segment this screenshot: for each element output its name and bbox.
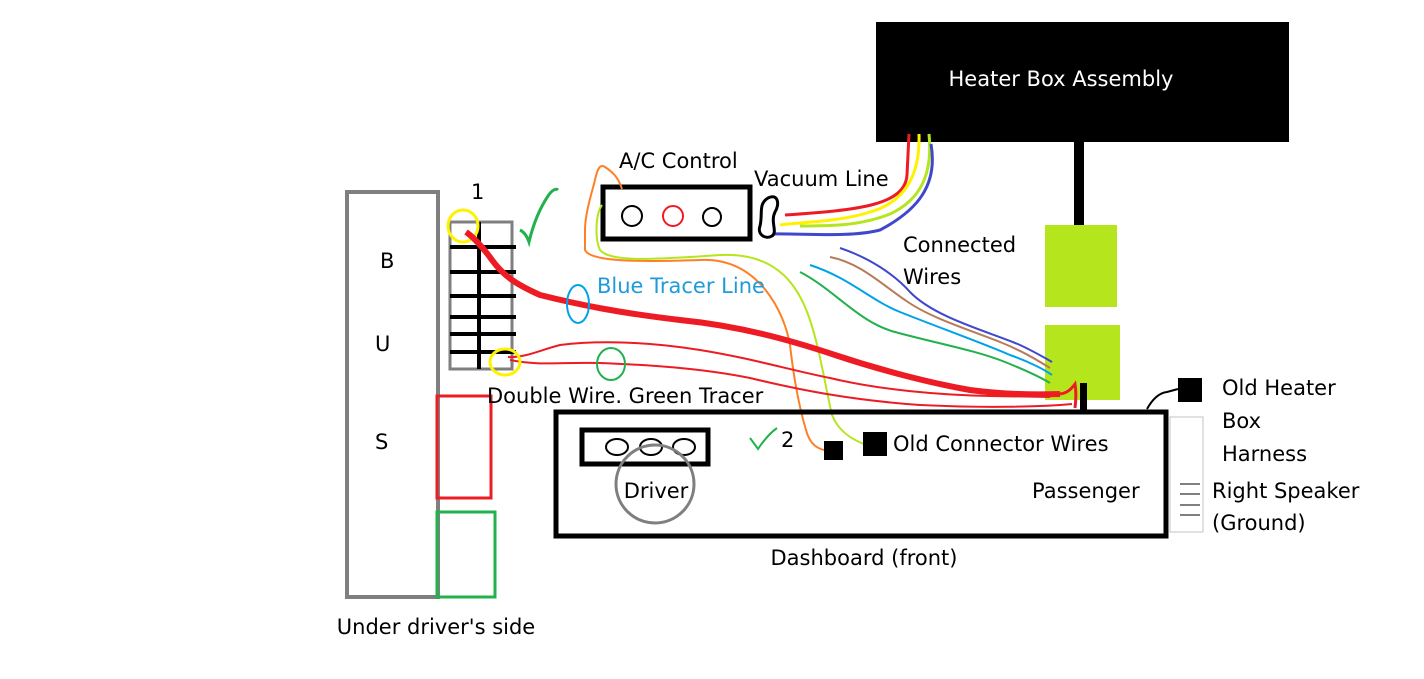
bus-green-box — [435, 510, 497, 599]
old-heater-label-3: Harness — [1222, 442, 1307, 466]
bus-letter-b: B — [380, 249, 394, 273]
bus: B U S Under driver's side — [337, 190, 535, 639]
double-wire-yellow-circle — [488, 347, 522, 377]
blue-tracer-label: Blue Tracer Line — [597, 274, 765, 298]
steering-wheel — [614, 443, 696, 525]
lime-wire — [595, 204, 871, 447]
old-harness-connector — [1178, 378, 1202, 402]
ac-knob-left — [621, 205, 643, 227]
right-speaker — [1169, 416, 1204, 533]
step-1-circle — [446, 208, 480, 244]
old-heater-label-1: Old Heater — [1222, 376, 1336, 400]
green-tracer-marker — [596, 347, 626, 381]
driver-label: Driver — [624, 479, 689, 503]
old-connector-label: Old Connector Wires — [893, 432, 1109, 456]
dashboard: Driver Passenger Dashboard (front) — [553, 409, 1169, 570]
dashboard-label: Dashboard (front) — [771, 546, 958, 570]
ac-control-label: A/C Control — [619, 149, 738, 173]
heater-box-wires — [769, 133, 934, 237]
old-connector-small — [824, 441, 843, 460]
heater-box-assembly: Heater Box Assembly — [876, 22, 1289, 232]
vacuum-line-fitting — [757, 195, 780, 239]
step-1-check-icon — [519, 187, 560, 248]
under-driver-label: Under driver's side — [337, 615, 535, 639]
vacuum-line-label: Vacuum Line — [754, 167, 889, 191]
heater-box-label: Heater Box Assembly — [949, 67, 1174, 91]
step-2-check-icon — [749, 427, 778, 451]
bus-red-box — [435, 394, 493, 500]
connected-wires-label-2: Wires — [903, 265, 961, 289]
step-2-label: 2 — [781, 428, 794, 452]
right-speaker-label-2: (Ground) — [1212, 511, 1306, 535]
heater-box-stem — [1074, 140, 1084, 232]
double-wire-top — [507, 341, 1051, 398]
bus-letter-u: U — [375, 332, 390, 356]
bus-letter-s: S — [375, 430, 388, 454]
ac-knob-right — [702, 207, 722, 227]
connected-wires-label-1: Connected — [903, 233, 1016, 257]
ac-control: A/C Control — [600, 149, 753, 242]
double-wire-label: Double Wire. Green Tracer — [487, 384, 764, 408]
blue-tracer-marker — [566, 284, 590, 324]
old-harness-wire — [1146, 388, 1179, 410]
main-red-wire — [464, 229, 1061, 398]
passenger-label: Passenger — [1032, 479, 1140, 503]
right-speaker-label-1: Right Speaker — [1212, 479, 1360, 503]
double-wire-bottom — [509, 359, 1073, 408]
ac-knob-center — [662, 205, 684, 227]
connected-wires — [799, 247, 1053, 384]
step-1-label: 1 — [471, 180, 484, 204]
connector-stem — [1080, 383, 1087, 411]
old-connector-large — [863, 432, 887, 456]
old-heater-label-2: Box — [1222, 409, 1261, 433]
connector-block-top — [1045, 225, 1117, 307]
